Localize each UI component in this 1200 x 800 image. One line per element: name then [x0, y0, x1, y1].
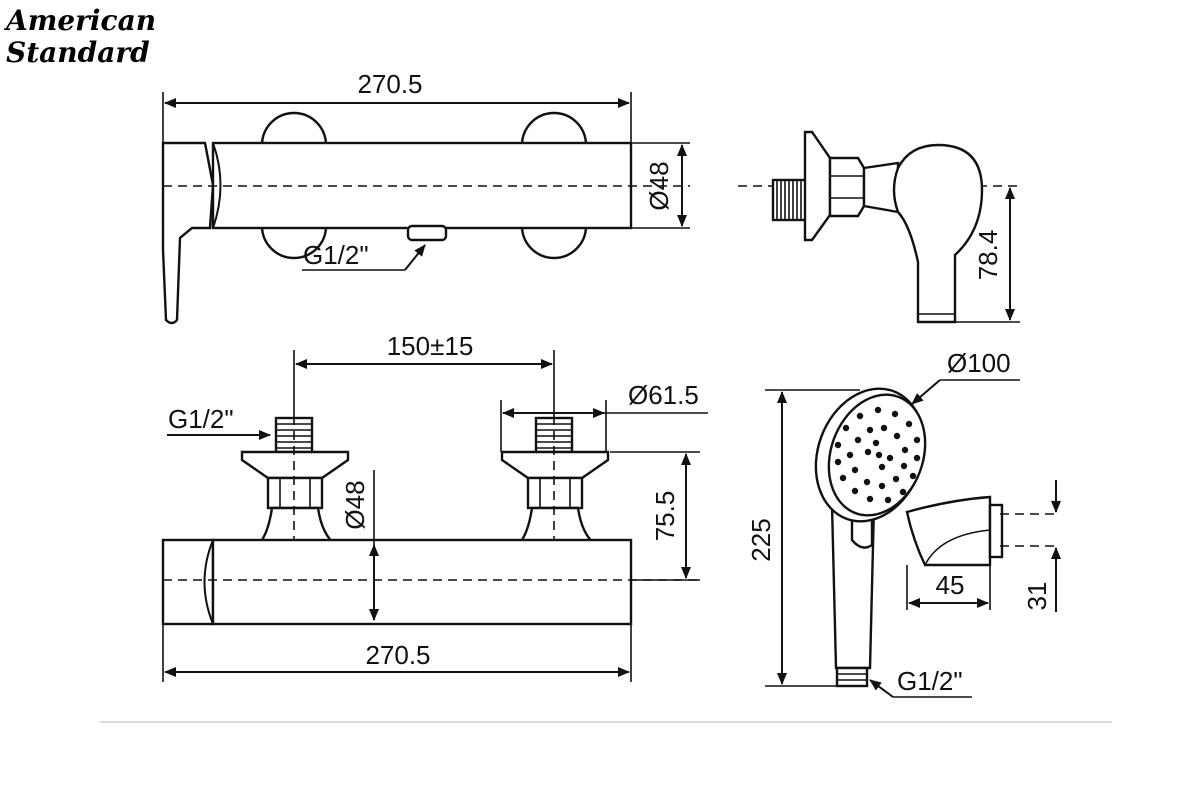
holder-width-label: 45	[936, 570, 965, 600]
side-height-label: 78.4	[973, 230, 1003, 281]
top-length-label: 270.5	[357, 69, 422, 99]
side-view: 78.4	[738, 130, 1020, 324]
front-thread-label: G1/2"	[168, 404, 234, 434]
top-diameter-label: Ø48	[644, 161, 674, 210]
center-distance-label: 150±15	[387, 331, 474, 361]
front-view: 150±15 Ø61.5 G1	[161, 331, 708, 682]
american-standard-logo: American Standard	[4, 4, 154, 69]
holder-height-label: 31	[1022, 582, 1052, 611]
head-diameter-label: Ø100	[947, 348, 1011, 378]
logo-line-1: American	[4, 4, 154, 37]
handshower-length-label: 225	[746, 518, 776, 561]
logo-line-2: Standard	[6, 36, 150, 69]
front-height-label: 75.5	[650, 491, 680, 542]
top-view: 270.5 Ø48 G1/2"	[161, 69, 690, 325]
front-length-label: 270.5	[365, 640, 430, 670]
handshower-thread-label: G1/2"	[897, 666, 963, 696]
flange-diameter-label: Ø61.5	[628, 380, 699, 410]
top-thread-label: G1/2"	[303, 240, 369, 270]
spray-face	[834, 406, 921, 504]
front-diameter-label: Ø48	[340, 480, 370, 529]
hand-shower-view: 225	[746, 348, 1061, 698]
